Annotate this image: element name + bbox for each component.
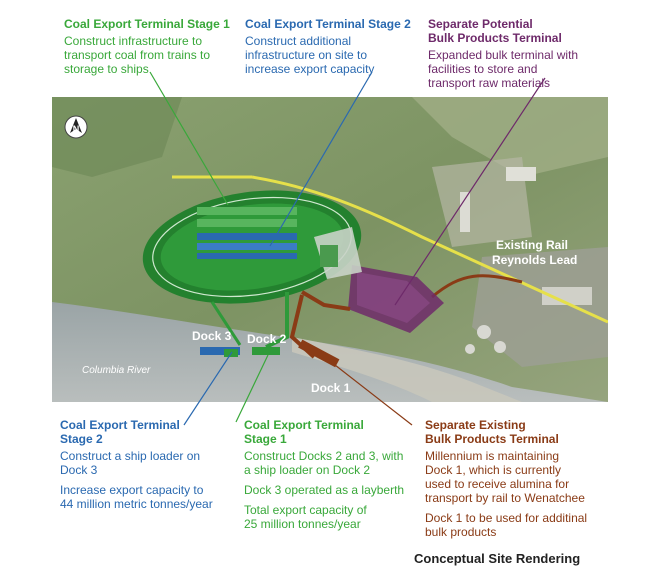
stockpile-pad [197, 219, 297, 227]
dock2-label: Dock 2 [247, 332, 287, 346]
callout-title: Separate Existing Bulk Products Terminal [425, 418, 559, 446]
aerial-site-map: N Dock 3 Dock 2 Dock 1 Columbia River Ex… [52, 97, 608, 402]
callout-text: Construct additional infrastructure on s… [245, 34, 375, 76]
leader-stage2-bottom [183, 351, 233, 426]
north-label: N [73, 124, 80, 134]
callout-title: Separate Potential Bulk Products Termina… [428, 17, 562, 45]
river-label: Columbia River [82, 365, 151, 376]
field-patch [412, 97, 608, 177]
callout-title: Coal Export Terminal Stage 1 [64, 17, 230, 31]
callout-text: Dock 1 to be used for additinal bulk pro… [425, 511, 588, 539]
dock2-structure [252, 347, 280, 355]
dock1-label: Dock 1 [311, 381, 351, 395]
leader-stage1-bottom [235, 354, 269, 423]
rail-label-line1: Existing Rail [496, 238, 568, 252]
callout-text: Increase export capacity to 44 million m… [60, 483, 213, 511]
storage-tank [494, 341, 506, 353]
storage-tank [477, 325, 491, 339]
callout-stage2-bottom: Coal Export Terminal Stage 2 Construct a… [60, 418, 240, 511]
building [542, 287, 592, 305]
leader-stage1-top [149, 71, 229, 206]
stage1-conveyor [210, 301, 242, 346]
field-patch [52, 97, 182, 177]
callout-title: Coal Export Terminal Stage 1 [244, 418, 364, 446]
callout-text: Dock 3 operated as a layberth [244, 483, 405, 497]
building [460, 192, 470, 232]
stage2-stockpile-pad [197, 233, 297, 240]
north-arrow-pointer [70, 118, 82, 133]
callout-text: Total export capacity of 25 million tonn… [244, 503, 367, 531]
callout-stage2-top: Coal Export Terminal Stage 2 Construct a… [245, 17, 425, 76]
existing-rail-spur [431, 274, 523, 299]
existing-conveyor [300, 290, 351, 311]
dock3-structure [200, 347, 240, 355]
callout-text: Expanded bulk terminal with facilities t… [428, 48, 579, 90]
leader-existing [334, 364, 413, 426]
callout-text: Millennium is maintaining Dock 1, which … [425, 449, 585, 505]
stage2-stockpile-pad [197, 243, 297, 250]
stage2-stockpile-pad [197, 253, 297, 259]
callout-title: Coal Export Terminal Stage 2 [245, 17, 411, 31]
rail-label-line2: Reynolds Lead [492, 253, 577, 267]
callout-stage1-bottom: Coal Export Terminal Stage 1 Construct D… [244, 418, 424, 531]
leader-potential [394, 77, 546, 306]
dock3-label: Dock 3 [192, 329, 232, 343]
stage1-conveyor [265, 292, 289, 349]
potential-bulk-terminal-inner [357, 272, 430, 323]
callout-text: Construct a ship loader on Dock 3 [60, 449, 201, 477]
rail-unloader [320, 245, 338, 267]
building [506, 167, 536, 181]
shoreline [292, 337, 522, 402]
site-map-graphic: N Dock 3 Dock 2 Dock 1 Columbia River Ex… [52, 97, 608, 402]
rail-line [251, 175, 608, 324]
leader-stage2-top [269, 71, 373, 247]
callout-text: Construct Docks 2 and 3, with a ship loa… [244, 449, 404, 477]
callout-text: Construct infrastructure to transport co… [64, 34, 211, 76]
callout-title: Coal Export Terminal Stage 2 [60, 418, 180, 446]
figure-caption: Conceptual Site Rendering [414, 551, 581, 566]
callout-existing-terminal: Separate Existing Bulk Products Terminal… [425, 418, 615, 539]
callout-stage1-top: Coal Export Terminal Stage 1 Construct i… [64, 17, 244, 76]
dock1-structure [298, 339, 340, 368]
stockpile-pad [197, 207, 297, 215]
storage-tank [465, 344, 475, 354]
callout-potential-terminal: Separate Potential Bulk Products Termina… [428, 17, 608, 90]
